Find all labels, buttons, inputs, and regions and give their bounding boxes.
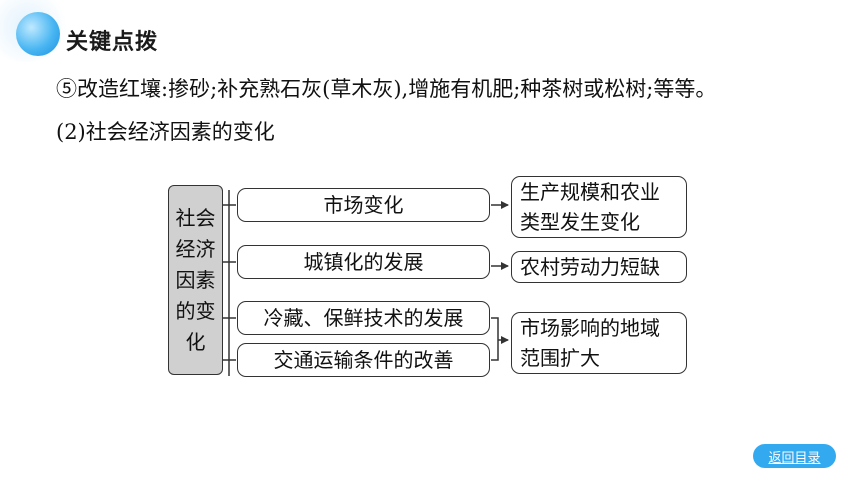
result-line: 生产规模和农业: [520, 180, 660, 204]
result-line: 类型发生变化: [520, 210, 640, 234]
arrow-bracket-3: [491, 317, 499, 361]
back-to-contents-button[interactable]: 返回目录: [753, 444, 836, 468]
factor-box-market: 市场变化: [237, 188, 490, 222]
result-line: 市场影响的地域: [520, 316, 660, 340]
section-title: 关键点拨: [66, 30, 159, 55]
content-line-2: (2)社会经济因素的变化: [56, 120, 275, 144]
factor-category-box: 社会 经济 因素 的变 化: [168, 185, 223, 375]
result-box-labor: 农村劳动力短缺: [511, 251, 687, 283]
header-decoration-circle-icon: [16, 12, 60, 56]
result-box-market-range: 市场影响的地域 范围扩大: [511, 312, 687, 374]
factor-box-refrigeration: 冷藏、保鲜技术的发展: [237, 301, 490, 335]
factor-box-transport: 交通运输条件的改善: [237, 343, 490, 377]
factor-box-urbanization: 城镇化的发展: [237, 245, 490, 279]
category-line: 化: [185, 329, 206, 354]
result-line: 范围扩大: [520, 346, 600, 370]
category-line: 社会: [175, 205, 216, 230]
content-line-1: ⑤改造红壤:掺砂;补充熟石灰(草木灰),增施有机肥;种茶树或松树;等等。: [56, 77, 717, 101]
result-line: 农村劳动力短缺: [520, 255, 660, 279]
category-line: 因素: [175, 267, 216, 292]
category-line: 经济: [175, 236, 216, 261]
category-line: 的变: [175, 298, 216, 323]
result-box-production: 生产规模和农业 类型发生变化: [511, 176, 687, 238]
